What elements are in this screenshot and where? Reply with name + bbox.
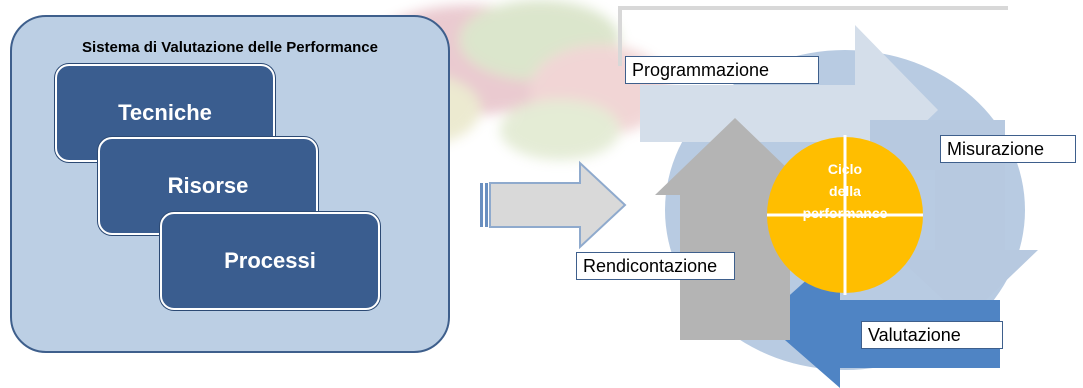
cycle-center-label: Ciclo della performance bbox=[790, 158, 900, 224]
center-line-1: Ciclo bbox=[827, 161, 863, 177]
stage-label-misurazione: Misurazione bbox=[940, 135, 1076, 163]
performance-cycle bbox=[640, 25, 1038, 388]
stage-label-valutazione: Valutazione bbox=[861, 321, 1003, 349]
box-processi: Processi bbox=[160, 212, 380, 310]
center-line-3: performance bbox=[802, 205, 888, 221]
stage-label-rendicontazione: Rendicontazione bbox=[576, 252, 735, 280]
stage-label-programmazione: Programmazione bbox=[625, 56, 819, 84]
flow-arrow bbox=[480, 160, 627, 250]
system-title: Sistema di Valutazione delle Performance bbox=[82, 39, 378, 56]
center-line-2: della bbox=[829, 183, 861, 199]
arrow-misurazione bbox=[870, 120, 1038, 320]
arrow-rendicontazione bbox=[655, 118, 815, 340]
